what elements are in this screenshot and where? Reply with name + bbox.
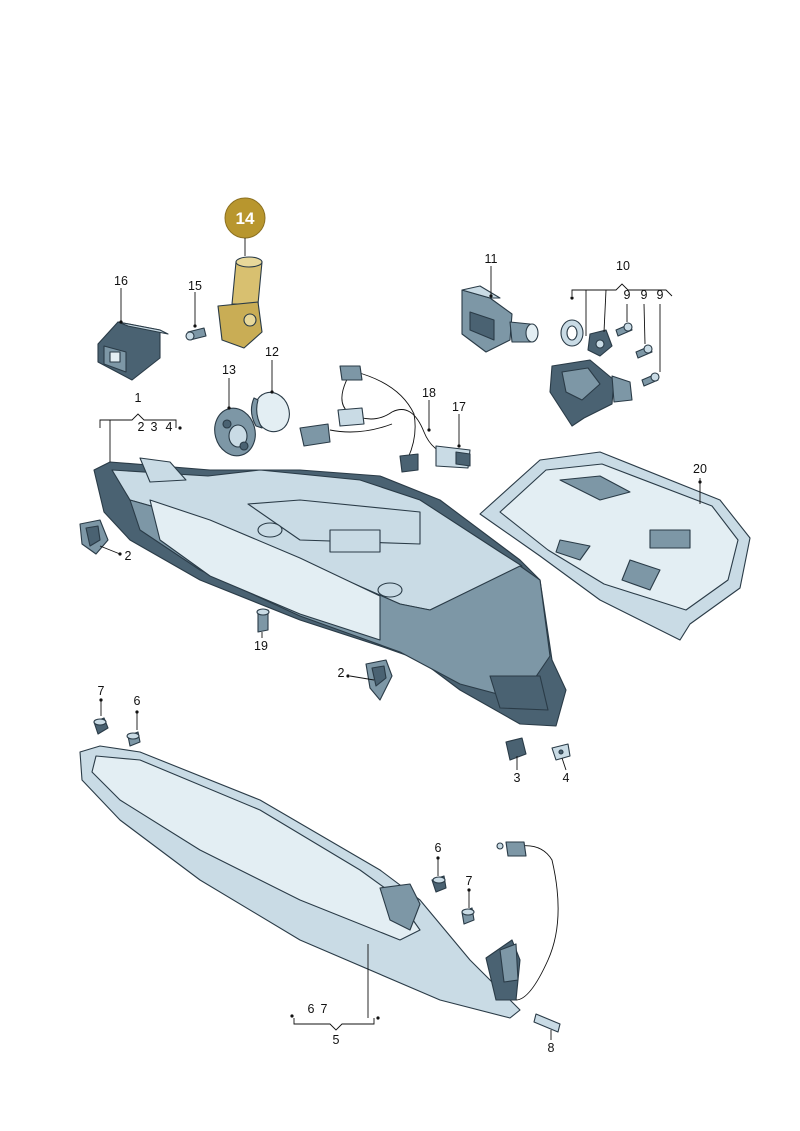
callout-13: 13 <box>222 363 236 410</box>
part-11-lock <box>461 285 539 353</box>
release-cable <box>496 841 561 1033</box>
callout-6-lower: 6 <box>435 841 442 876</box>
part-13-cover <box>214 407 256 457</box>
callout-2-right: 2 <box>338 666 375 681</box>
label-20: 20 <box>693 462 707 476</box>
part-10-latch-assembly <box>549 319 633 427</box>
part-15-screw <box>185 327 207 341</box>
part-2-clips <box>79 519 393 701</box>
label-3: 3 <box>514 771 521 785</box>
label-5: 5 <box>333 1033 340 1047</box>
callout-20: 20 <box>693 462 707 504</box>
label-4-group: 4 <box>166 420 173 434</box>
label-11: 11 <box>485 252 498 266</box>
label-9-c: 9 <box>657 288 664 302</box>
callout-7-upper: 7 <box>98 684 105 716</box>
callout-16: 16 <box>114 274 128 324</box>
label-6-upper: 6 <box>134 694 141 708</box>
label-2-right: 2 <box>338 666 345 680</box>
part-20-trim-panel <box>479 451 751 641</box>
callout-7-lower: 7 <box>466 874 473 908</box>
part-12-cap <box>250 391 290 433</box>
label-2-group: 2 <box>138 420 145 434</box>
label-6-lower: 6 <box>435 841 442 855</box>
label-1: 1 <box>135 391 142 405</box>
callout-12: 12 <box>265 345 279 394</box>
callout-3: 3 <box>514 756 521 785</box>
label-17: 17 <box>452 400 466 414</box>
part-6-7-bolts-lower <box>431 875 475 925</box>
callout-1: 1 2 3 4 <box>99 391 182 462</box>
label-9-a: 9 <box>624 288 631 302</box>
label-2-left: 2 <box>125 549 132 563</box>
callout-2-left: 2 <box>99 545 132 563</box>
label-7-group: 7 <box>321 1002 328 1016</box>
label-7-lower: 7 <box>466 874 473 888</box>
badge-14: 14 <box>224 197 266 256</box>
label-9-b: 9 <box>641 288 648 302</box>
callout-18: 18 <box>422 386 436 432</box>
part-19-screw <box>256 608 270 633</box>
callout-15: 15 <box>188 279 202 328</box>
label-7-upper: 7 <box>98 684 105 698</box>
glovebox-housing <box>93 457 567 727</box>
badge-14-label: 14 <box>236 209 255 228</box>
part-18-wiring-harness <box>299 365 471 473</box>
label-10: 10 <box>616 259 630 273</box>
part-6-7-bolts-upper <box>93 717 141 747</box>
label-19: 19 <box>254 639 268 653</box>
callout-6-upper: 6 <box>134 694 141 730</box>
label-16: 16 <box>114 274 128 288</box>
callout-11: 11 <box>485 252 498 298</box>
label-18: 18 <box>422 386 436 400</box>
part-5-lid <box>79 745 521 1019</box>
callout-10: 10 9 9 9 <box>570 259 673 372</box>
label-4: 4 <box>563 771 570 785</box>
callout-8: 8 <box>548 1030 555 1055</box>
label-15: 15 <box>188 279 202 293</box>
part-14-highlighted <box>217 256 263 349</box>
callout-4: 4 <box>561 757 570 785</box>
label-6-group: 6 <box>308 1002 315 1016</box>
callout-17: 17 <box>452 400 466 448</box>
part-3-4-small-clips <box>505 737 571 761</box>
callout-19: 19 <box>254 632 268 653</box>
label-3-group: 3 <box>151 420 158 434</box>
part-9-screws <box>615 322 660 387</box>
label-13: 13 <box>222 363 236 377</box>
callout-5: 6 7 5 <box>290 944 380 1047</box>
part-16-switch <box>97 321 169 381</box>
label-12: 12 <box>265 345 279 359</box>
label-8: 8 <box>548 1041 555 1055</box>
